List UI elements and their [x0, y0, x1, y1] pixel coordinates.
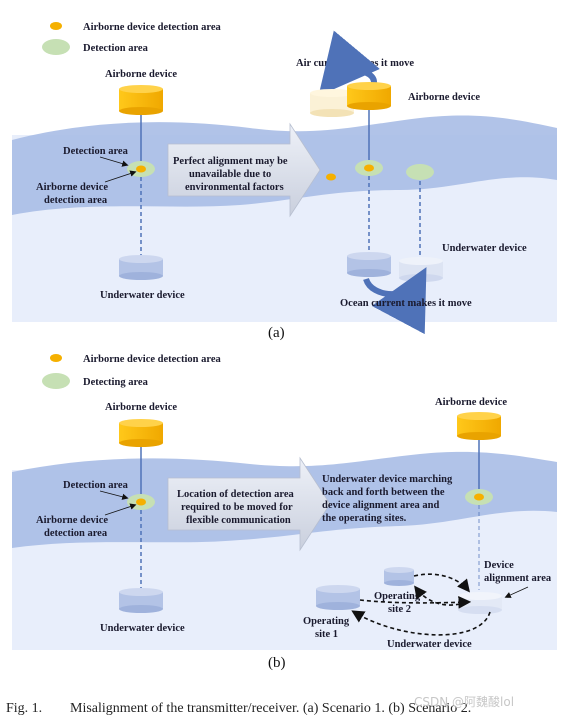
operating-site-1-label-1: Operating	[303, 616, 350, 627]
legend-airborne-label: Airborne device detection area	[83, 22, 221, 33]
airborne-device-right	[457, 412, 501, 440]
marching-path	[414, 585, 461, 606]
airborne-device-label: Airborne device	[105, 402, 177, 413]
airborne-device-right-label: Airborne device	[435, 397, 507, 408]
caption-text: Misalignment of the transmitter/receiver…	[70, 701, 471, 716]
underwater-device-bottom-label: Underwater device	[387, 639, 472, 650]
operating-site-2-label-1: Operating	[374, 591, 421, 602]
panel-a-label: (a)	[268, 325, 285, 341]
airborne-detection-dot-ghost	[326, 173, 336, 181]
panel-b-label: (b)	[268, 655, 286, 671]
legend-detection-label: Detection area	[83, 43, 149, 54]
legend-airborne-dot	[50, 22, 62, 30]
airborne-detection-label-1: Airborne device	[36, 182, 108, 193]
air-current-arrow	[318, 30, 380, 96]
arrow-text-3: flexible communication	[186, 515, 291, 526]
pointer-arrow	[104, 170, 137, 183]
underwater-device-ghost	[399, 257, 443, 282]
detection-area-label: Detection area	[63, 480, 129, 491]
marching-text-4: the operating sites.	[322, 513, 407, 524]
device-alignment-label-2: alignment area	[484, 573, 552, 584]
transition-arrow	[167, 456, 331, 552]
airborne-detection-label-2: detection area	[44, 528, 108, 539]
watermark: CSDN @阿魏酸lol	[414, 694, 514, 709]
arrow-text-1: Perfect alignment may be	[173, 156, 288, 167]
detection-area-label: Detection area	[63, 146, 129, 157]
device-alignment-label-1: Device	[484, 560, 514, 571]
airborne-detection-dot-moved	[364, 164, 374, 172]
ocean-current-label: Ocean current makes it move	[340, 298, 472, 309]
underwater-device	[119, 588, 163, 613]
marching-text-2: back and forth between the	[322, 487, 445, 498]
airborne-detection-dot	[136, 498, 146, 506]
device-alignment-area	[458, 592, 502, 614]
operating-site-2-label-2: site 2	[388, 604, 411, 615]
underwater-device-label: Underwater device	[100, 290, 185, 301]
airborne-device-moved	[347, 82, 391, 110]
airborne-device-ghost	[310, 89, 354, 117]
marching-path	[359, 595, 472, 609]
arrow-text-3: environmental factors	[185, 182, 284, 193]
airborne-device-right-label: Airborne device	[408, 92, 480, 103]
detection-area-shifted	[406, 164, 434, 180]
underwater-device-moved	[347, 252, 391, 277]
airborne-detection-dot-right	[474, 493, 484, 501]
legend-detecting-label: Detecting area	[83, 377, 149, 388]
underwater-device	[119, 255, 163, 280]
marching-path	[351, 610, 491, 636]
underwater-device-site1	[316, 585, 360, 610]
legend-airborne-label: Airborne device detection area	[83, 354, 221, 365]
airborne-detection-label-1: Airborne device	[36, 515, 108, 526]
arrow-text-2: required to be moved for	[181, 502, 293, 513]
airborne-device	[119, 419, 163, 447]
airborne-device-label: Airborne device	[105, 69, 177, 80]
transition-arrow	[167, 122, 321, 218]
arrow-text-1: Location of detection area	[177, 489, 294, 500]
marching-text-1: Underwater device marching	[322, 474, 453, 485]
legend-airborne-dot	[50, 354, 62, 362]
airborne-device	[119, 85, 163, 115]
panel-a: Airborne device detection area Detection…	[12, 10, 557, 335]
airborne-detection-label-2: detection area	[44, 195, 108, 206]
pointer-arrow	[504, 586, 529, 598]
underwater-device-right-label: Underwater device	[442, 243, 527, 254]
pointer-arrow	[104, 503, 137, 516]
pointer-arrow	[99, 156, 129, 167]
air-current-label: Air current makes it move	[296, 58, 414, 69]
operating-site-1-label-2: site 1	[315, 629, 338, 640]
airborne-detection-dot	[136, 165, 146, 173]
underwater-device-label: Underwater device	[100, 623, 185, 634]
ocean-current-arrow	[363, 267, 427, 335]
arrow-text-2: unavailable due to	[189, 169, 271, 180]
legend-detecting-ellipse	[42, 373, 70, 389]
underwater-device-site2	[384, 567, 414, 586]
panel-b: Airborne device detection area Detecting…	[12, 354, 557, 650]
caption-fig-number: Fig. 1.	[6, 701, 42, 716]
legend-detection-ellipse	[42, 39, 70, 55]
marching-text-3: device alignment area and	[322, 500, 440, 511]
pointer-arrow	[99, 490, 129, 500]
